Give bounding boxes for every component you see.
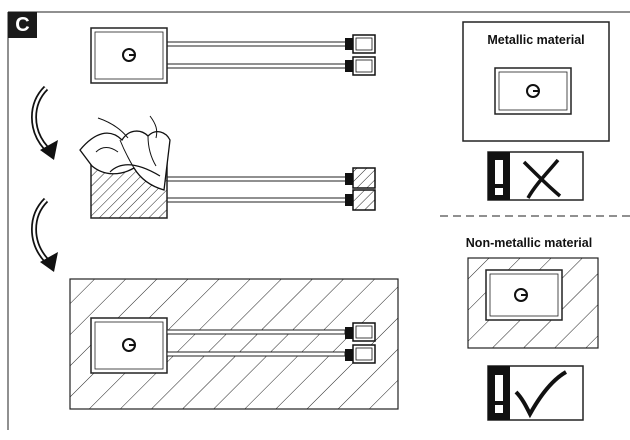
exclamation-icon bbox=[495, 375, 503, 413]
step-2-adhesive-peel bbox=[79, 115, 376, 219]
check-mark-icon bbox=[514, 370, 568, 419]
allowed-indicator bbox=[487, 365, 584, 421]
panel-frame bbox=[7, 11, 630, 430]
power-icon bbox=[122, 338, 136, 352]
cross-mark-icon bbox=[522, 158, 562, 199]
hand-illustration bbox=[79, 115, 171, 191]
non-metallic-material-label: Non-metallic material bbox=[465, 236, 593, 250]
connector-plug bbox=[345, 34, 376, 76]
metallic-panel bbox=[462, 21, 610, 142]
forbidden-indicator bbox=[487, 151, 584, 201]
cable bbox=[167, 41, 345, 69]
exclamation-icon bbox=[495, 160, 503, 195]
power-icon bbox=[514, 288, 528, 302]
non-metallic-panel bbox=[467, 257, 599, 349]
rotate-arrow-icon bbox=[31, 85, 58, 160]
panel-badge: C bbox=[8, 12, 37, 38]
metallic-material-label: Metallic material bbox=[487, 33, 585, 47]
rotate-arrow-icon bbox=[31, 197, 58, 272]
power-icon bbox=[122, 48, 136, 62]
step-3-mounted bbox=[69, 278, 399, 410]
step-1-controller bbox=[90, 27, 376, 84]
power-icon bbox=[526, 84, 540, 98]
